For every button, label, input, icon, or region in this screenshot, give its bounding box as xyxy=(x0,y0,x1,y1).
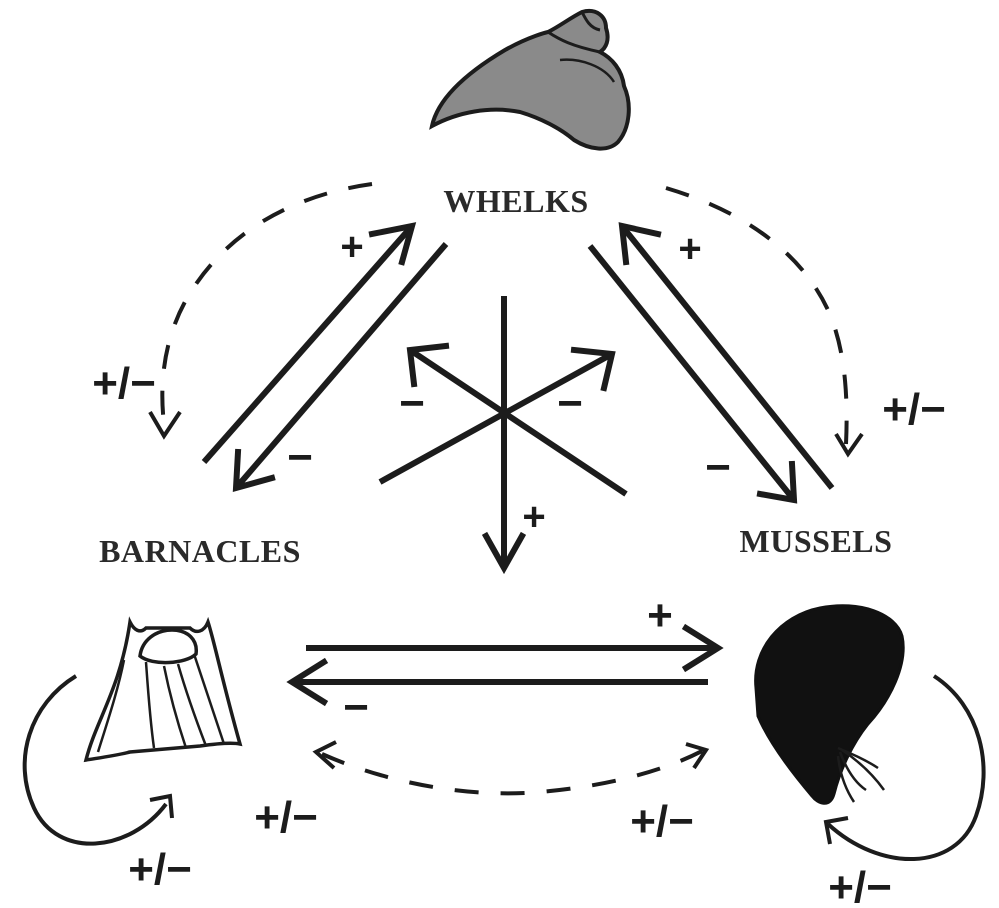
sign-whelks-from-mussels: + xyxy=(678,227,701,271)
sign-mussels-from-whelks: − xyxy=(705,443,731,492)
sign-barnacles-from-mussels: − xyxy=(343,683,369,732)
sign-indirect-barnacles-mussels-left: +/− xyxy=(254,793,318,842)
arrow-barnacles-to-whelks xyxy=(204,226,412,462)
sign-barnacles-from-whelks: − xyxy=(287,433,313,482)
barnacle-illustration xyxy=(86,622,240,760)
whelk-shell xyxy=(432,11,629,149)
sign-self-mussels: +/− xyxy=(828,863,892,908)
mussel-illustration xyxy=(756,606,904,804)
barnacles-label: BARNACLES xyxy=(99,533,301,569)
mussel-shell xyxy=(756,606,904,804)
sign-center-barnacles: − xyxy=(399,379,425,428)
sign-center-down: + xyxy=(522,495,545,539)
whelks-label: WHELKS xyxy=(443,183,588,219)
dashed-arrow-barnacles-mussels xyxy=(316,742,706,793)
sign-self-barnacles: +/− xyxy=(128,845,192,894)
sign-indirect-whelks-barnacles: +/− xyxy=(92,359,156,408)
mussels-label: MUSSELS xyxy=(740,523,893,559)
sign-indirect-barnacles-mussels-right: +/− xyxy=(630,797,694,846)
central-arrow-down xyxy=(486,296,522,568)
central-arrow-to-barnacles-side xyxy=(410,346,626,494)
sign-mussels-from-barnacles: + xyxy=(647,591,673,640)
sign-center-mussels: − xyxy=(557,379,583,428)
sign-whelks-from-barnacles: + xyxy=(340,225,363,269)
arrow-whelks-to-mussels xyxy=(590,246,794,500)
sign-indirect-whelks-mussels: +/− xyxy=(882,385,946,434)
whelk-illustration xyxy=(432,11,629,149)
